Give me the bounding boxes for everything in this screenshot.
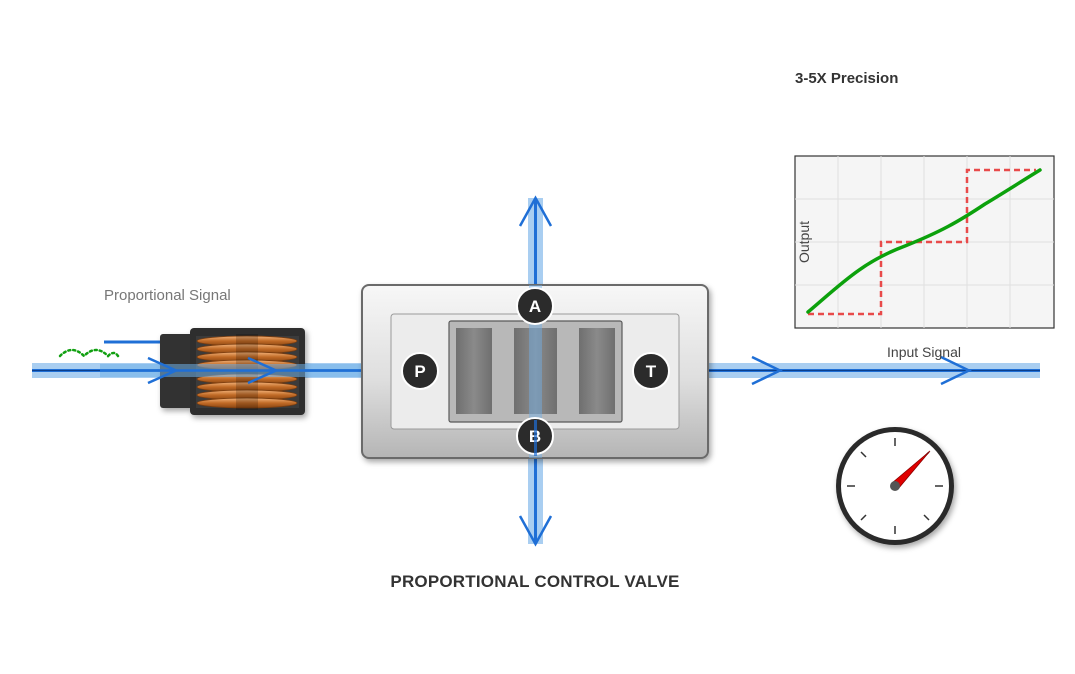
signal-label: Proportional Signal <box>104 287 231 304</box>
flow-arrow-down-icon <box>518 515 553 547</box>
port-p-label: P <box>414 362 425 381</box>
port-p: P <box>401 352 439 390</box>
flow-arrow-icon <box>247 356 280 385</box>
precision-title: 3-5X Precision <box>795 70 898 87</box>
diagram-title: PROPORTIONAL CONTROL VALVE <box>390 572 679 591</box>
flow-arrow-up-icon <box>518 195 553 227</box>
signal-wave-icon <box>58 348 120 358</box>
port-t: T <box>632 352 670 390</box>
coil-flow-overlay <box>100 364 362 377</box>
gauge-ticks <box>847 438 943 534</box>
chart-ylabel: Output <box>796 221 812 263</box>
flow-arrow-icon <box>147 356 180 385</box>
precision-chart <box>794 155 1055 329</box>
ab-flow-overlay <box>529 285 542 458</box>
port-a-label: A <box>529 297 541 316</box>
chart-xlabel: Input Signal <box>887 344 961 360</box>
port-a: A <box>516 287 554 325</box>
valve-spool <box>448 320 623 423</box>
gauge-hub <box>890 481 900 491</box>
proportional-response-curve <box>806 168 1042 314</box>
stepped-response-curve <box>808 168 1036 316</box>
flow-arrow-icon <box>940 355 972 386</box>
flow-arrow-icon <box>751 355 783 386</box>
port-t-label: T <box>646 362 657 381</box>
